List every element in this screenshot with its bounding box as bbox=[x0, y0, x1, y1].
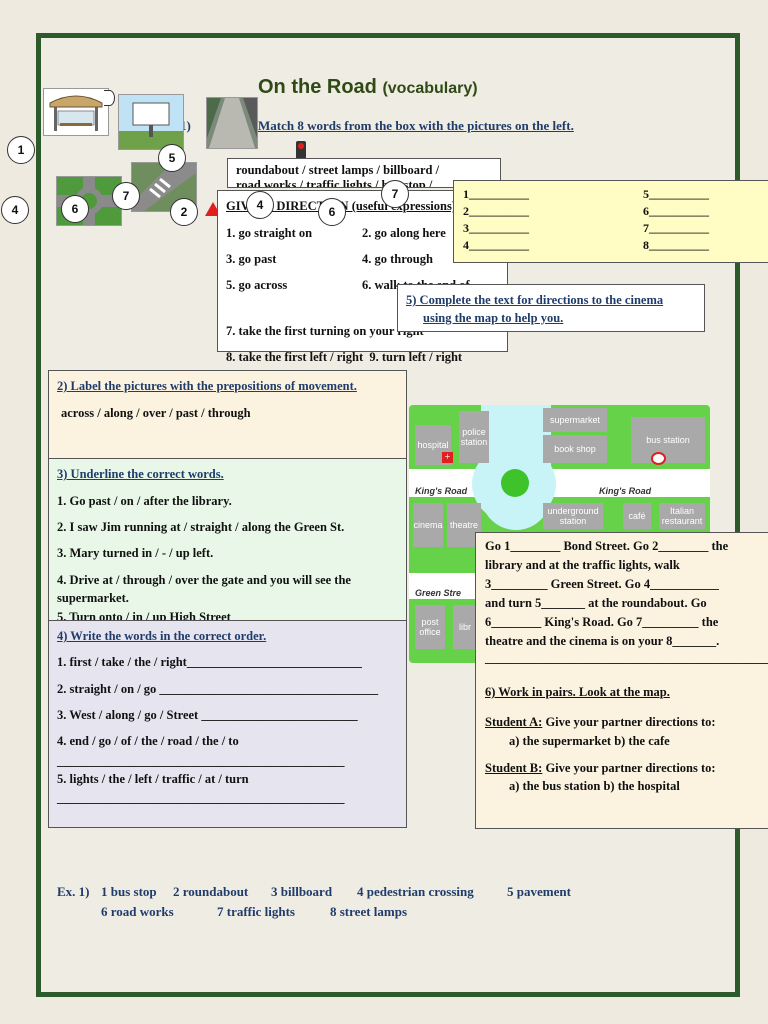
bus-station-icon bbox=[651, 452, 666, 465]
map-underground-station: underground station bbox=[543, 503, 603, 529]
ex2-heading: 2) Label the pictures with the prepositi… bbox=[57, 379, 357, 393]
ex4-item[interactable]: 1. first / take / the / right___________… bbox=[57, 655, 362, 669]
map-book-shop: book shop bbox=[543, 435, 607, 463]
picture-number-6: 6 bbox=[318, 198, 346, 226]
direction-item: 1. go straight on bbox=[226, 226, 313, 240]
ex4-item: 4. end / go / of / the / road / the / to bbox=[57, 734, 239, 748]
picture-number-5: 5 bbox=[158, 144, 186, 172]
kings-road bbox=[409, 469, 710, 497]
picture-number-7-left: 7 bbox=[112, 182, 140, 210]
direction-item: 7. take the first turning on your right bbox=[226, 324, 424, 338]
ex4-heading: 4) Write the words in the correct order. bbox=[57, 629, 267, 643]
cinema-answer-line[interactable]: ________________________________________… bbox=[485, 651, 768, 665]
picture-number-2: 2 bbox=[170, 198, 198, 226]
answer-key-item: 2 roundabout bbox=[173, 884, 249, 899]
cinema-text-line[interactable]: theatre and the cinema is on your 8_____… bbox=[485, 634, 720, 648]
answer-key-item: 1 bus stop bbox=[101, 884, 157, 899]
direction-item: 4. go through bbox=[362, 252, 433, 266]
ex2-words: across / along / over / past / through bbox=[61, 406, 251, 420]
ex1-number: 1) bbox=[180, 118, 191, 133]
student-a-items: a) the supermarket b) the cafe bbox=[509, 734, 670, 748]
picture-number-7: 7 bbox=[381, 180, 409, 208]
ex4-answer-line[interactable]: ________________________________________… bbox=[57, 791, 345, 805]
picture-number-1: 1 bbox=[7, 136, 35, 164]
ex4-answer-line[interactable]: ________________________________________… bbox=[57, 754, 345, 768]
answer-key-item: 4 pedestrian crossing bbox=[357, 884, 474, 899]
map-library: libr bbox=[453, 605, 477, 649]
cinema-text-line[interactable]: 3_________ Green Street. Go 4___________ bbox=[485, 577, 719, 591]
ex4-item[interactable]: 2. straight / on / go __________________… bbox=[57, 682, 379, 696]
direction-item: 2. go along here bbox=[362, 226, 446, 240]
picture-number-6-left: 6 bbox=[61, 195, 89, 223]
green-street-label: Green Stre bbox=[415, 588, 462, 598]
answer-blanks-box: 1__________ 2__________ 3__________ 4___… bbox=[453, 180, 768, 263]
picture-number-4: 4 bbox=[246, 191, 274, 219]
ex4-box: 4) Write the words in the correct order.… bbox=[48, 620, 407, 828]
student-b-line: Student B: Give your partner directions … bbox=[485, 761, 716, 775]
ex3-item[interactable]: 4. Drive at / through / over the gate an… bbox=[57, 573, 351, 587]
roundabout-centre bbox=[501, 469, 529, 497]
cinema-text-line[interactable]: Go 1________ Bond Street. Go 2________ t… bbox=[485, 539, 729, 553]
blank-1[interactable]: 1__________ bbox=[463, 187, 529, 201]
ex4-item: 5. lights / the / left / traffic / at / … bbox=[57, 772, 249, 786]
bus-stop-picture bbox=[43, 88, 109, 136]
ex3-box: 3) Underline the correct words. 1. Go pa… bbox=[48, 458, 407, 622]
blank-6[interactable]: 6__________ bbox=[643, 204, 709, 218]
direction-item: 5. go across bbox=[226, 278, 288, 292]
picture-number-3-partial bbox=[104, 90, 115, 106]
ex5-heading-2: using the map to help you. bbox=[423, 311, 564, 325]
blank-2[interactable]: 2__________ bbox=[463, 204, 529, 218]
ex3-item[interactable]: 3. Mary turned in / - / up left. bbox=[57, 546, 214, 560]
ex3-item[interactable]: 2. I saw Jim running at / straight / alo… bbox=[57, 520, 345, 534]
blank-4[interactable]: 4__________ bbox=[463, 238, 529, 252]
ex3-heading: 3) Underline the correct words. bbox=[57, 467, 224, 481]
blank-5[interactable]: 5__________ bbox=[643, 187, 709, 201]
kings-road-label-right: King's Road bbox=[599, 486, 652, 496]
answer-key-item: 7 traffic lights bbox=[217, 904, 295, 919]
cinema-text-line[interactable]: 6________ King's Road. Go 7_________ the bbox=[485, 615, 719, 629]
student-b-items: a) the bus station b) the hospital bbox=[509, 779, 680, 793]
blank-8[interactable]: 8__________ bbox=[643, 238, 709, 252]
map-bus-station: bus station bbox=[631, 417, 705, 463]
word-box-line2: road works / traffic lights / bus stop / bbox=[236, 178, 433, 188]
billboard-picture bbox=[118, 94, 184, 150]
map-supermarket: supermarket bbox=[543, 408, 607, 432]
answer-key-item: 8 street lamps bbox=[330, 904, 408, 919]
pavement-picture bbox=[206, 97, 258, 149]
hospital-cross-icon: + bbox=[442, 452, 453, 463]
map-post-office: post office bbox=[415, 605, 445, 649]
map-police-station: police station bbox=[459, 411, 489, 463]
map-cinema: cinema bbox=[413, 503, 443, 547]
picture-number-4-left: 4 bbox=[1, 196, 29, 224]
blank-7[interactable]: 7__________ bbox=[643, 221, 709, 235]
kings-road-label-left: King's Road bbox=[415, 486, 468, 496]
ex2-box: 2) Label the pictures with the prepositi… bbox=[48, 370, 407, 460]
ex6-heading: 6) Work in pairs. Look at the map. bbox=[485, 685, 670, 699]
ex3-item[interactable]: 1. Go past / on / after the library. bbox=[57, 494, 232, 508]
word-box-line1: roundabout / street lamps / billboard / bbox=[236, 163, 440, 177]
ex1-instruction: Match 8 words from the box with the pict… bbox=[258, 118, 574, 133]
cinema-text-line[interactable]: and turn 5_______ at the roundabout. Go bbox=[485, 596, 707, 610]
cinema-text-line[interactable]: library and at the traffic lights, walk bbox=[485, 558, 680, 572]
ex3-item[interactable]: 5. Turn onto / in / up High Street bbox=[57, 610, 231, 622]
answer-key-item: 3 billboard bbox=[271, 884, 333, 899]
ex3-item: supermarket. bbox=[57, 591, 129, 605]
ex4-item[interactable]: 3. West / along / go / Street __________… bbox=[57, 708, 358, 722]
map-cafe: café bbox=[623, 503, 651, 529]
answer-key-item: 5 pavement bbox=[507, 884, 571, 899]
student-a-line: Student A: Give your partner directions … bbox=[485, 715, 716, 729]
map-italian-restaurant: Italian restaurant bbox=[659, 503, 705, 529]
answer-key-label: Ex. 1) bbox=[57, 884, 90, 899]
traffic-light-icon bbox=[296, 141, 306, 159]
blank-3[interactable]: 3__________ bbox=[463, 221, 529, 235]
direction-item: 8. take the first left / right 9. turn l… bbox=[226, 350, 463, 364]
direction-item: 3. go past bbox=[226, 252, 277, 266]
ex5-heading-box: 5) Complete the text for directions to t… bbox=[397, 284, 705, 332]
page-title: On the Road (vocabulary) bbox=[258, 76, 478, 98]
directions-text-box: Go 1________ Bond Street. Go 2________ t… bbox=[475, 532, 768, 829]
answer-key-item: 6 road works bbox=[101, 904, 174, 919]
green-street-road bbox=[409, 573, 479, 599]
ex5-heading: 5) Complete the text for directions to t… bbox=[406, 293, 664, 307]
